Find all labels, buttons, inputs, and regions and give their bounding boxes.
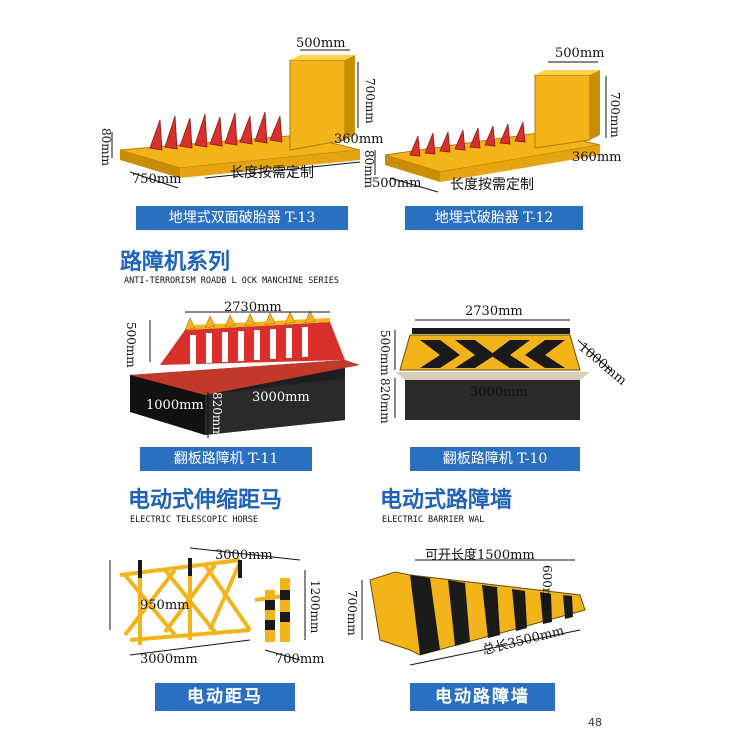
wall-dim-height: 700mm — [345, 590, 359, 636]
t12-caption: 地埋式破胎器 T-12 — [405, 206, 583, 230]
horse-dim-depth: 700mm — [275, 652, 325, 667]
t13-dim-length: 长度按需定制 — [230, 165, 314, 181]
t12-dim-left: 80mm — [362, 150, 376, 189]
t10-caption: 翻板路障机 T-10 — [410, 447, 580, 471]
t13-dim-depth: 360mm — [334, 132, 384, 147]
wall-dim-section: 600mm — [540, 565, 554, 611]
t10-chevrons — [420, 340, 565, 368]
t12-dim-length: 长度按需定制 — [450, 177, 534, 193]
t13-dim-width: 750mm — [132, 172, 182, 187]
t12-dim-top: 500mm — [555, 46, 605, 61]
t13-spikes — [149, 111, 283, 151]
t11-caption: 翻板路障机 T-11 — [140, 447, 312, 471]
series-subtitle: ANTI-TERRORISM ROADB L OCK MANCHINE SERI… — [124, 276, 339, 286]
t11-dim-depth: 1000mm — [146, 398, 204, 413]
t11-spikes — [184, 310, 316, 331]
t12-dim-height: 700mm — [608, 92, 622, 138]
t12-dim-depth: 360mm — [572, 150, 622, 165]
t12-dim-width: 500mm — [372, 176, 422, 191]
horse-dim-length: 3000mm — [140, 652, 198, 667]
t10-dim-top: 2730mm — [465, 304, 523, 319]
t11-dim-height: 500mm — [124, 322, 138, 368]
wall-section-subtitle: ELECTRIC BARRIER WAL — [382, 515, 485, 525]
horse-dim-inner: 950mm — [140, 598, 190, 613]
t13-dim-height: 700mm — [363, 78, 377, 124]
t10-dim-base: 820mm — [378, 378, 392, 424]
t11-dim-base: 820mm — [210, 392, 224, 438]
t11-dim-length: 3000mm — [252, 390, 310, 405]
series-title: 路障机系列 — [120, 250, 231, 275]
horse-section-title: 电动式伸缩距马 — [128, 488, 283, 513]
horse-dim-height: 1200mm — [308, 580, 322, 634]
t11-stripes — [190, 327, 308, 365]
wall-section-title: 电动式路障墙 — [380, 488, 513, 513]
t11-dim-top: 2730mm — [224, 300, 282, 315]
t10-dim-length: 3000mm — [470, 385, 528, 400]
t13-caption: 地埋式双面破胎器 T-13 — [136, 206, 348, 230]
t12-spikes — [409, 121, 526, 157]
page-number: 48 — [588, 716, 602, 729]
t10-dim-height: 500mm — [378, 330, 392, 376]
wall-caption: 电动路障墙 — [410, 683, 555, 711]
wall-stripes — [410, 575, 573, 655]
wall-dim-open: 可开长度1500mm — [425, 548, 535, 563]
horse-dim-top: 3000mm — [215, 548, 273, 563]
t13-dim-top: 500mm — [296, 36, 346, 51]
horse-caption: 电动距马 — [155, 683, 295, 711]
horse-section-subtitle: ELECTRIC TELESCOPIC HORSE — [130, 515, 258, 525]
t13-dim-left: 80mm — [99, 128, 113, 167]
